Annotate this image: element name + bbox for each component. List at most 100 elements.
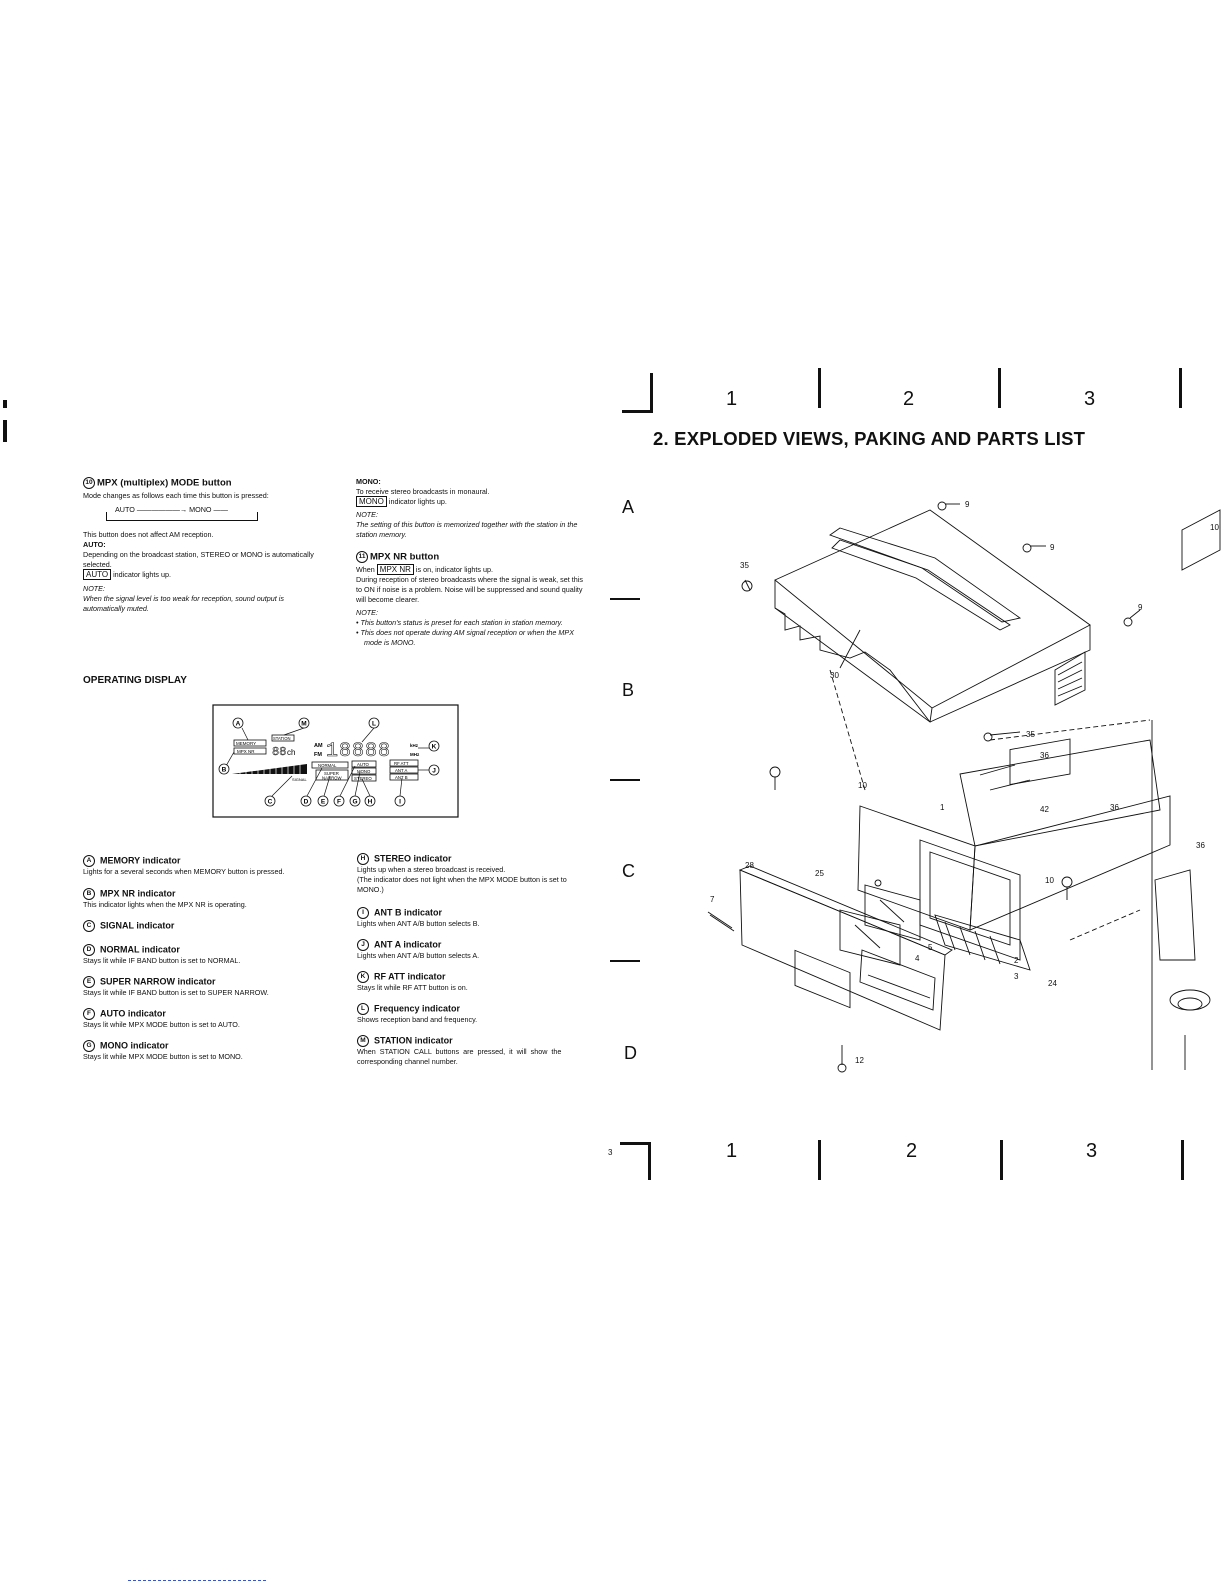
indicator-letter: J: [357, 939, 369, 951]
disp-ch: ch: [287, 748, 295, 757]
mono-note1: The setting of this button is memorized …: [356, 520, 578, 529]
indicator-desc: (The indicator does not light when the M…: [357, 875, 567, 884]
part-label-1: 1: [940, 803, 945, 812]
mpx-nr-b1: This button's status is preset for each …: [360, 618, 563, 627]
callout-G: G: [352, 798, 357, 805]
indicator-desc: Stays lit while RF ATT button is on.: [357, 983, 468, 992]
operating-display-title: OPERATING DISPLAY: [83, 675, 187, 686]
disp-station: STATION: [273, 736, 291, 741]
col-divider: [1000, 1140, 1003, 1180]
indicator-title: AUTO indicator: [100, 1008, 166, 1019]
disp-am: AM: [314, 743, 323, 749]
callout-L: L: [372, 720, 376, 727]
indicator-title: MEMORY indicator: [100, 855, 181, 866]
indicator-letter: B: [83, 888, 95, 900]
row-letter-D: D: [624, 1043, 637, 1063]
mpx-nr-d3: will become clearer.: [356, 595, 420, 604]
mono-note2: station memory.: [356, 530, 407, 539]
callout-D: D: [304, 798, 309, 805]
col-num-top-1: 1: [726, 388, 738, 410]
note-line2: automatically muted.: [83, 604, 149, 613]
callout-C: C: [268, 798, 273, 805]
col-num-top-3: 3: [1084, 388, 1096, 410]
indicator-desc: MONO.): [357, 885, 384, 894]
mpx-nr-box: MPX NR: [376, 564, 414, 575]
part-label-9b: 9: [1050, 543, 1055, 552]
disp-ch-digits: 88: [272, 745, 286, 759]
disp-mono: MONO: [357, 769, 371, 774]
indicator-title: MONO indicator: [100, 1040, 169, 1051]
right-page: 1 2 3 2. EXPLODED VIEWS, PAKING AND PART…: [600, 0, 1225, 1585]
mpx-nr-title: MPX NR button: [370, 551, 440, 563]
page-title: 2. EXPLODED VIEWS, PAKING AND PARTS LIST: [653, 428, 1086, 449]
row-divider: [610, 779, 640, 781]
col-num-bottom-3: 3: [1086, 1140, 1098, 1162]
disp-mpx-nr: MPX NR: [237, 749, 255, 754]
col-divider: [818, 1140, 821, 1180]
auto-lights: indicator lights up.: [113, 570, 172, 579]
disp-auto: AUTO: [357, 762, 370, 767]
mpx-nr-when: When: [356, 565, 375, 574]
disp-rf-att: RF ATT: [394, 761, 409, 766]
indicator-A: A MEMORY indicator Lights for a several s…: [83, 855, 333, 888]
auto-head: AUTO:: [83, 540, 106, 549]
indicator-letter: A: [83, 855, 95, 867]
part-label-24: 24: [1048, 979, 1057, 988]
indicator-desc: Lights when ANT A/B button selects A.: [357, 951, 480, 960]
part-label-36b: 36: [1110, 803, 1119, 812]
crop-mark-bottom: [648, 1142, 651, 1180]
col-divider: [1179, 368, 1182, 408]
indicator-desc: Stays lit while IF BAND button is set to…: [83, 956, 241, 965]
disp-mhz: MHz: [410, 752, 420, 757]
mono-box: MONO: [356, 496, 387, 507]
edge-mark: [3, 420, 7, 442]
indicator-desc: corresponding channel number.: [357, 1057, 458, 1066]
auto-desc2: selected.: [83, 560, 112, 569]
edge-mark: [3, 400, 7, 408]
col-num-top-2: 2: [903, 388, 915, 410]
am-note: This button does not affect AM reception…: [83, 530, 214, 539]
indicator-desc: Stays lit while MPX MODE button is set t…: [83, 1020, 240, 1029]
indicator-desc: Lights when ANT A/B button selects B.: [357, 919, 480, 928]
part-label-10b: 10: [1045, 876, 1054, 885]
indicator-title: RF ATT indicator: [374, 971, 446, 982]
auto-box: AUTO: [83, 569, 112, 580]
mpx-mode-title: MPX (multiplex) MODE button: [97, 477, 232, 489]
callout-A: A: [236, 720, 241, 727]
disp-khz: kHz: [410, 743, 419, 748]
indicator-letter: K: [357, 971, 369, 983]
indicator-desc: Shows reception band and frequency.: [357, 1015, 478, 1024]
disp-signal: SIGNAL: [292, 777, 307, 782]
crop-mark-bottom: [620, 1142, 651, 1145]
part-label-9c: 9: [1138, 603, 1143, 612]
mono-head: MONO:: [356, 477, 381, 486]
col-divider: [1181, 1140, 1184, 1180]
flow-auto: AUTO: [115, 505, 135, 514]
disp-freq: 18888: [326, 740, 391, 763]
indicator-desc: This indicator lights when the MPX NR is…: [83, 900, 247, 909]
col-num-bottom-2: 2: [906, 1140, 918, 1162]
crop-mark-top: [650, 373, 653, 413]
indicator-letter: I: [357, 907, 369, 919]
part-label-35a: 35: [740, 561, 749, 570]
col-num-bottom-1: 1: [726, 1140, 738, 1162]
indicator-letter: L: [357, 1003, 369, 1015]
part-label-30: 30: [830, 671, 839, 680]
callout-K: K: [432, 743, 437, 750]
disp-super: SUPER: [324, 771, 339, 776]
page-number: 3: [608, 1148, 613, 1157]
part-label-7: 7: [710, 895, 715, 904]
indicator-letter: E: [83, 976, 95, 988]
indicator-letter: C: [83, 920, 95, 932]
callout-11: 11: [356, 551, 368, 563]
callout-B: B: [222, 766, 227, 773]
mono-section: MONO: To receive stereo broadcasts in mo…: [356, 477, 606, 648]
indicator-desc: Lights for a several seconds when MEMORY…: [83, 867, 285, 876]
